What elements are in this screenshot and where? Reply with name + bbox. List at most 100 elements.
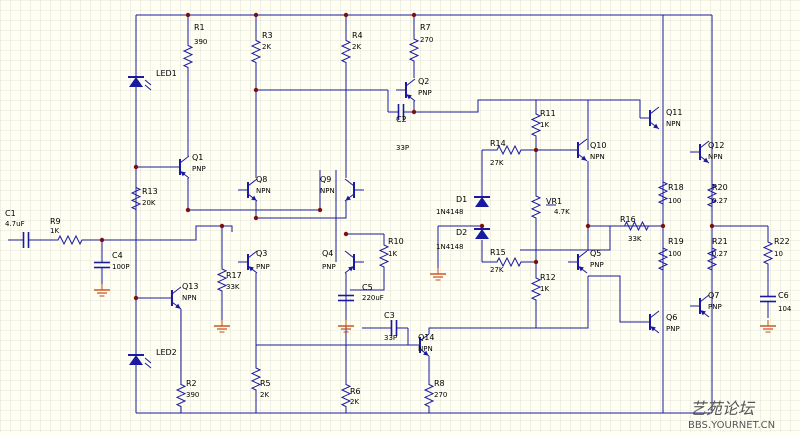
value-r21: 0.27	[712, 250, 728, 258]
resistor-r3	[250, 35, 262, 68]
resistor-r20	[706, 165, 718, 226]
junction-dot	[133, 164, 139, 170]
type-q11: NPN	[666, 120, 681, 128]
bjt-collector	[649, 106, 660, 115]
label-vr1: VR1	[546, 197, 562, 206]
components	[18, 30, 776, 413]
resistor-zigzag	[423, 378, 435, 413]
transistor-q13	[162, 286, 182, 310]
resistor-zigzag	[340, 378, 352, 413]
resistor-r6	[340, 378, 352, 413]
wire	[255, 201, 347, 219]
transistor-q4	[344, 250, 364, 274]
transistor-q5	[568, 250, 588, 274]
transistor-q8	[238, 178, 258, 202]
resistor-r8	[423, 378, 435, 413]
resistor-zigzag	[175, 378, 187, 413]
type-q9: NPN	[320, 187, 335, 195]
wire	[187, 170, 321, 211]
capacitor-c2	[388, 104, 414, 120]
value-r16: 33K	[628, 235, 642, 243]
label-r9: R9	[50, 217, 61, 226]
bjt-collector	[577, 250, 588, 259]
resistor-zigzag	[52, 234, 88, 246]
bjt-arrow	[406, 94, 412, 100]
type-q6: PNP	[666, 325, 680, 333]
value-r11: 1K	[540, 121, 549, 129]
ground-symbol	[214, 320, 230, 333]
resistor-zigzag	[530, 180, 542, 234]
bjt-arrow	[581, 155, 587, 161]
type-q13: NPN	[182, 294, 197, 302]
value-r13: 20K	[142, 199, 156, 207]
label-r3: R3	[262, 31, 273, 40]
junction-dot	[533, 147, 539, 153]
label-q1: Q1	[192, 153, 203, 162]
resistor-r2	[175, 378, 187, 413]
resistor-r11	[530, 100, 542, 150]
resistor-zigzag	[530, 100, 542, 150]
value-r19: 100	[668, 250, 681, 258]
diode-d2	[474, 228, 490, 239]
junction-dot	[253, 87, 259, 93]
bjt-collector	[699, 140, 710, 149]
diode-d1	[474, 196, 490, 207]
watermark-chinese: 艺苑论坛	[690, 399, 756, 418]
wire	[588, 275, 640, 323]
value-vr1: 4.7K	[554, 208, 570, 216]
bjt-collector	[577, 138, 588, 147]
label-r14: R14	[490, 139, 506, 148]
value-c3: 33P	[384, 334, 397, 342]
led-ray	[144, 79, 152, 86]
bjt-arrow	[175, 303, 181, 309]
label-q9: Q9	[320, 175, 331, 184]
label-c2: C2	[396, 115, 407, 124]
resistor-r16	[610, 220, 663, 232]
label-led1: LED1	[156, 69, 177, 78]
transistor-q14	[410, 333, 430, 357]
capacitor-c1	[18, 232, 34, 248]
bjt-arrow	[700, 310, 706, 316]
bjt-collector	[405, 78, 416, 87]
led-ray	[144, 84, 152, 91]
type-q2: PNP	[418, 89, 432, 97]
label-d1: D1	[456, 195, 467, 204]
resistor-zigzag	[250, 345, 262, 413]
resistor-zigzag	[762, 226, 774, 280]
junction-dot	[185, 207, 191, 213]
value-r5: 2K	[260, 391, 269, 399]
label-r10: R10	[388, 237, 404, 246]
resistor-r22	[762, 226, 774, 280]
value-r1: 390	[194, 38, 207, 46]
diode-triangle	[129, 77, 143, 87]
label-q13: Q13	[182, 282, 198, 291]
label-r20: R20	[712, 183, 728, 192]
value-r8: 270	[434, 391, 447, 399]
resistor-zigzag	[657, 160, 669, 226]
junction-dot	[411, 109, 417, 115]
diode-triangle	[475, 197, 489, 207]
label-q12: Q12	[708, 141, 724, 150]
wire	[350, 278, 385, 291]
junction-dot	[133, 295, 139, 301]
label-q2: Q2	[418, 77, 429, 86]
resistor-zigzag	[130, 167, 142, 230]
label-r18: R18	[668, 183, 684, 192]
type-q1: PNP	[192, 165, 206, 173]
resistor-zigzag	[482, 256, 536, 268]
bjt-collector	[699, 294, 710, 303]
value-r17: 33K	[226, 283, 240, 291]
resistor-vr1	[530, 180, 542, 234]
label-r16: R16	[620, 215, 636, 224]
bjt-collector	[344, 178, 355, 187]
value-d1: 1N4148	[436, 208, 464, 216]
value-c5: 220uF	[362, 294, 384, 302]
type-q4: PNP	[322, 263, 336, 271]
junctions	[99, 12, 715, 301]
type-q7: PNP	[708, 303, 722, 311]
transistor-q2	[396, 78, 416, 102]
value-r7: 270	[420, 36, 433, 44]
resistor-zigzag	[378, 234, 390, 278]
